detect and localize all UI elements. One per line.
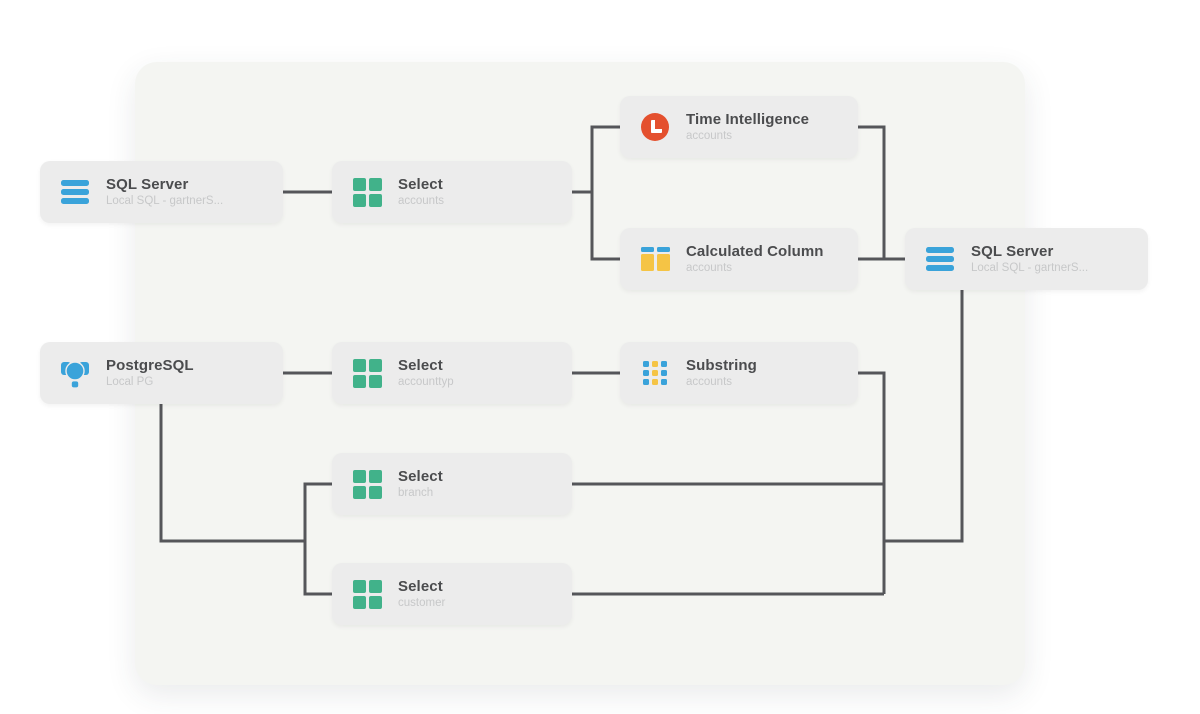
postgresql-icon	[61, 361, 89, 388]
node-text: Select branch	[398, 468, 443, 500]
node-time-intelligence[interactable]: Time Intelligence accounts	[620, 96, 858, 158]
node-subtitle: branch	[398, 487, 434, 499]
icon-slot	[640, 113, 670, 141]
edge-sqlserver-destination-drop	[884, 290, 964, 543]
node-text: Select accounts	[398, 176, 444, 208]
node-subtitle: accounts	[686, 262, 733, 274]
node-title: Select	[398, 357, 443, 374]
icon-slot	[352, 177, 382, 207]
edge-split-timeintelligence-calculatedcolumn	[590, 125, 620, 261]
calculated-column-icon	[640, 247, 670, 271]
node-subtitle: customer	[398, 597, 446, 609]
icon-slot	[60, 358, 90, 388]
edge-split-branch-customer	[303, 482, 332, 596]
node-title: SQL Server	[971, 243, 1054, 260]
select-grid-icon	[352, 469, 382, 499]
sql-server-icon	[926, 247, 954, 271]
sql-server-icon	[61, 180, 89, 204]
node-title: Select	[398, 176, 443, 193]
node-title: SQL Server	[106, 176, 189, 193]
node-text: Time Intelligence accounts	[686, 111, 809, 143]
edge-postgresql-drop	[159, 404, 305, 543]
node-subtitle: accounts	[686, 376, 733, 388]
node-text: Calculated Column accounts	[686, 243, 824, 275]
select-grid-icon	[352, 177, 382, 207]
node-sql-server-destination[interactable]: SQL Server Local SQL - gartnerS...	[905, 228, 1148, 290]
node-sql-server-source[interactable]: SQL Server Local SQL - gartnerS...	[40, 161, 283, 223]
node-text: Substring accounts	[686, 357, 757, 389]
node-subtitle: Local SQL - gartnerS...	[106, 195, 224, 207]
node-text: PostgreSQL Local PG	[106, 357, 194, 389]
icon-slot	[60, 180, 90, 204]
node-select-branch[interactable]: Select branch	[332, 453, 572, 515]
node-title: Time Intelligence	[686, 111, 810, 128]
node-substring[interactable]: Substring accounts	[620, 342, 858, 404]
icon-slot	[352, 358, 382, 388]
icon-slot	[640, 247, 670, 271]
icon-slot	[640, 361, 670, 385]
node-title: Calculated Column	[686, 243, 824, 260]
node-text: Select accounttyp	[398, 357, 454, 389]
icon-slot	[352, 579, 382, 609]
node-title: Select	[398, 578, 443, 595]
icon-slot	[352, 469, 382, 499]
clock-icon	[641, 113, 669, 141]
node-subtitle: accounttyp	[398, 376, 454, 388]
node-select-accounttyp[interactable]: Select accounttyp	[332, 342, 572, 404]
node-subtitle: accounts	[686, 130, 733, 142]
node-select-accounts[interactable]: Select accounts	[332, 161, 572, 223]
node-text: SQL Server Local SQL - gartnerS...	[106, 176, 223, 208]
icon-slot	[925, 247, 955, 271]
node-postgresql[interactable]: PostgreSQL Local PG	[40, 342, 283, 404]
select-grid-icon	[352, 358, 382, 388]
node-title: Select	[398, 468, 443, 485]
node-text: SQL Server Local SQL - gartnerS...	[971, 243, 1088, 275]
node-title: Substring	[686, 357, 757, 374]
node-select-customer[interactable]: Select customer	[332, 563, 572, 625]
node-calculated-column[interactable]: Calculated Column accounts	[620, 228, 858, 290]
node-title: PostgreSQL	[106, 357, 194, 374]
substring-icon	[643, 361, 667, 385]
node-subtitle: Local PG	[106, 376, 154, 388]
node-text: Select customer	[398, 578, 445, 610]
node-subtitle: Local SQL - gartnerS...	[971, 262, 1089, 274]
select-grid-icon	[352, 579, 382, 609]
edge-substring-trunk	[858, 371, 886, 594]
node-subtitle: accounts	[398, 195, 445, 207]
edge-timeintelligence-out	[858, 125, 886, 259]
